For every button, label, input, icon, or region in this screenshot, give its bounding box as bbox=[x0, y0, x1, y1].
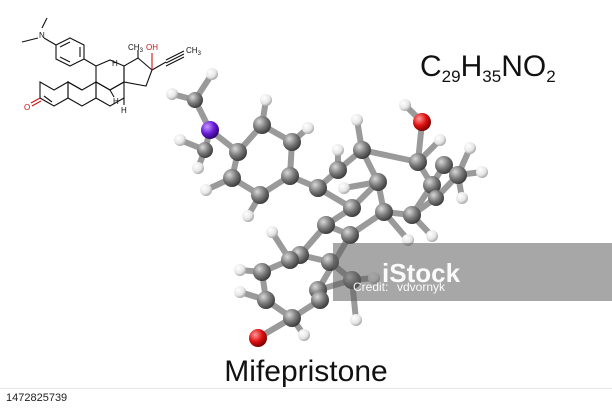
stock-footer: 1472825739 bbox=[0, 388, 612, 409]
hydrogen-atom bbox=[434, 134, 446, 146]
label-n: N bbox=[39, 31, 45, 40]
skeletal-formula-labels: N O OH CH3 H H H CH3 bbox=[24, 31, 202, 115]
carbon-atom bbox=[253, 263, 271, 281]
stock-id: 1472825739 bbox=[6, 392, 68, 404]
carbon-atom bbox=[341, 226, 359, 244]
hydrogen-atom bbox=[234, 264, 246, 276]
hydrogen-atom bbox=[298, 329, 310, 341]
hydrogen-atom bbox=[426, 230, 438, 242]
hydrogen-atom bbox=[242, 210, 254, 222]
label-h-low: H bbox=[121, 106, 127, 115]
atom-spheres bbox=[166, 68, 488, 347]
skeletal-formula bbox=[21, 17, 185, 107]
hydrogen-atom bbox=[234, 286, 246, 298]
carbon-atom bbox=[197, 142, 213, 158]
hydrogen-atom bbox=[266, 226, 278, 238]
hydrogen-atom bbox=[174, 134, 186, 146]
hydrogen-atom bbox=[476, 166, 488, 178]
carbon-atom bbox=[251, 186, 269, 204]
watermark-banner bbox=[333, 243, 612, 301]
hydrogen-atom bbox=[302, 122, 314, 134]
label-oh: OH bbox=[146, 43, 158, 52]
hydrogen-atom bbox=[456, 192, 468, 204]
carbon-atom bbox=[329, 161, 347, 179]
label-h-mid: H bbox=[113, 97, 119, 106]
hydrogen-atom bbox=[464, 142, 476, 154]
hydrogen-atom bbox=[338, 182, 350, 194]
carbon-atom bbox=[283, 309, 301, 327]
hydrogen-atom bbox=[166, 88, 178, 100]
label-ch3-alkyne: CH3 bbox=[186, 46, 202, 57]
carbon-atom bbox=[423, 176, 441, 194]
watermark-credit: Credit: bbox=[353, 280, 389, 294]
carbon-atom bbox=[375, 203, 393, 221]
carbon-atom bbox=[449, 166, 467, 184]
bond bbox=[359, 147, 421, 165]
hydrogen-atom bbox=[200, 184, 212, 196]
label-o-keto: O bbox=[24, 103, 30, 112]
carbon-atom bbox=[435, 156, 453, 174]
carbon-atom bbox=[403, 206, 421, 224]
carbon-atom bbox=[281, 167, 299, 185]
carbon-atom bbox=[187, 92, 203, 108]
carbon-atom bbox=[409, 153, 427, 171]
nitrogen-atom bbox=[201, 121, 219, 139]
carbon-atom bbox=[229, 143, 247, 161]
hydrogen-atom bbox=[350, 314, 362, 326]
carbon-atom bbox=[428, 190, 444, 206]
hydrogen-atom bbox=[351, 114, 363, 126]
label-h-upper: H bbox=[112, 59, 118, 68]
hydrogen-atom bbox=[206, 68, 218, 80]
carbon-atom bbox=[353, 141, 371, 159]
oxygen-atom bbox=[249, 329, 267, 347]
carbon-atom bbox=[257, 291, 275, 309]
carbon-atom bbox=[369, 173, 387, 191]
carbon-atom bbox=[309, 179, 327, 197]
watermark-author: vdvornyk bbox=[397, 280, 446, 294]
carbon-atom bbox=[317, 216, 335, 234]
compound-name: Mifepristone bbox=[224, 355, 388, 388]
label-ch3: CH3 bbox=[128, 43, 144, 54]
carbon-atom bbox=[311, 291, 329, 309]
hydrogen-atom bbox=[399, 99, 411, 111]
carbon-atom bbox=[223, 169, 241, 187]
hydrogen-atom bbox=[332, 144, 344, 156]
molecular-formula: C29H35NO2 bbox=[420, 50, 556, 86]
oxygen-atom bbox=[413, 113, 431, 131]
carbon-atom bbox=[281, 251, 299, 269]
hydrogen-atom bbox=[260, 94, 272, 106]
carbon-atom bbox=[343, 199, 361, 217]
carbon-atom bbox=[283, 133, 301, 151]
carbon-atom bbox=[253, 116, 271, 134]
hydrogen-atom bbox=[192, 162, 204, 174]
watermark-brand: iStock bbox=[382, 258, 461, 288]
